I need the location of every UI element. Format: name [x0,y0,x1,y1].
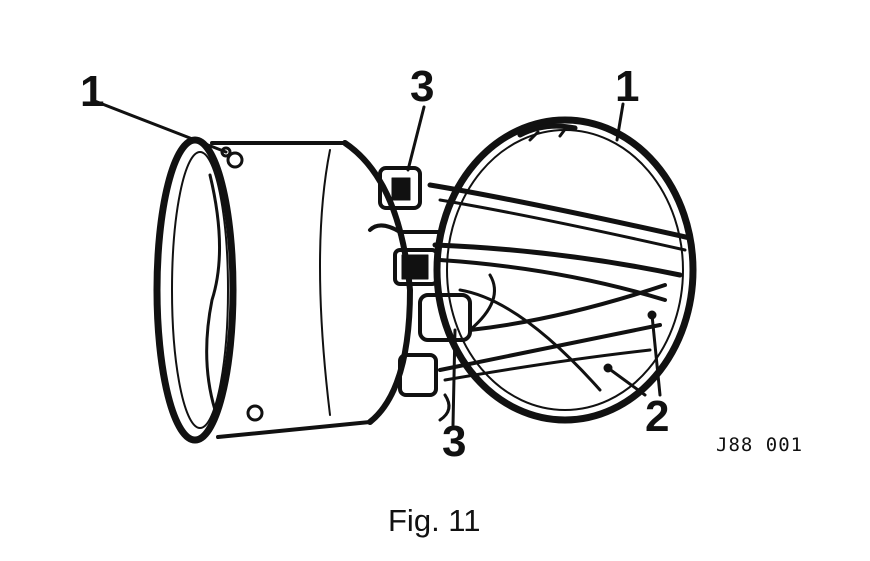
screw-point-2a [603,363,613,373]
leader-lines [90,98,662,427]
callout-1-left: 1 [80,67,105,116]
figure-caption: Fig. 11 [388,503,481,538]
callout-1-right: 1 [615,62,640,111]
callout-3-bottom: 3 [442,417,467,466]
wiring-harness [427,182,693,422]
callout-2: 2 [645,392,670,441]
screw-point-2b [647,310,657,320]
reference-code: J88 001 [716,434,804,456]
terminal-connectors [368,166,472,397]
callout-3-top: 3 [410,62,435,111]
headlamp-housing [153,136,413,444]
